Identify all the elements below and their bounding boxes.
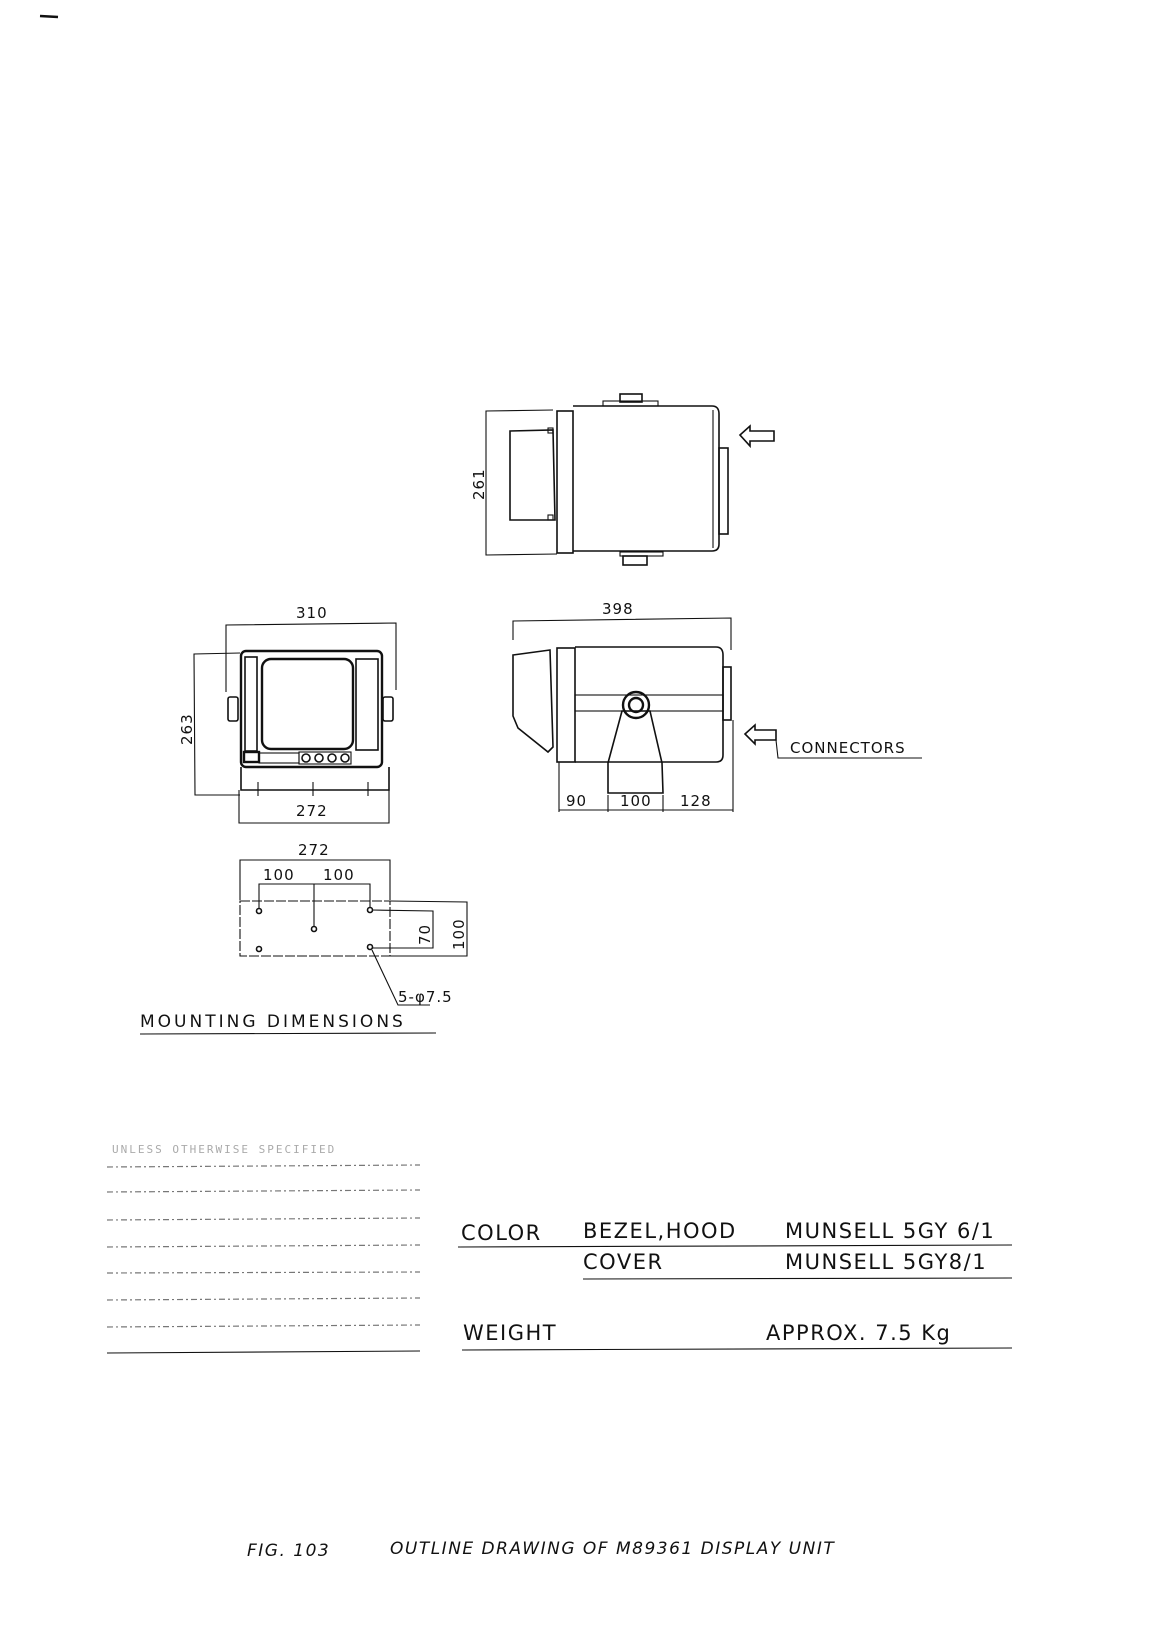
- tolerance-table: UNLESS OTHERWISE SPECIFIED: [106, 1143, 421, 1354]
- figure-title: OUTLINE DRAWING OF M89361 DISPLAY UNIT: [390, 1539, 835, 1559]
- spec-table: COLOR BEZEL,HOOD MUNSELL 5GY 6/1 COVER M…: [457, 1219, 1013, 1351]
- corner-mark: [39, 14, 59, 19]
- mount-70-dim: 70: [416, 924, 434, 945]
- mount-100-dim: 100: [450, 918, 468, 950]
- color-label: COLOR: [461, 1221, 542, 1245]
- hole-spec: 5-φ7.5: [398, 988, 453, 1006]
- weight-value: APPROX. 7.5 Kg: [766, 1321, 951, 1345]
- spec-value: MUNSELL 5GY 6/1: [785, 1219, 995, 1243]
- weight-label: WEIGHT: [463, 1321, 557, 1345]
- arrow-icon: [743, 723, 777, 746]
- tolerance-heading: UNLESS OTHERWISE SPECIFIED: [112, 1143, 336, 1156]
- side-depth-dim: 398: [602, 600, 634, 618]
- front-view: 310 263 272: [178, 604, 397, 824]
- connectors-label: CONNECTORS: [790, 739, 906, 757]
- dim-100: 100: [620, 792, 652, 810]
- top-view: 261: [470, 393, 775, 566]
- spec-value: MUNSELL 5GY8/1: [785, 1250, 987, 1274]
- mount-spacing-dim: 100: [323, 866, 355, 884]
- front-base-dim: 272: [296, 802, 328, 820]
- dim-90: 90: [566, 792, 587, 810]
- arrow-icon: [738, 424, 775, 449]
- figure-number: FIG. 103: [247, 1541, 330, 1561]
- front-height-dim: 263: [178, 713, 196, 745]
- side-view: 398 90 100 128 CONNECTORS: [512, 600, 922, 812]
- mounting-title: MOUNTING DIMENSIONS: [140, 1012, 406, 1032]
- mount-width-dim: 272: [298, 841, 330, 859]
- top-height-dim: 261: [470, 468, 488, 500]
- front-width-dim: 310: [296, 604, 328, 622]
- spec-part: BEZEL,HOOD: [583, 1219, 737, 1243]
- mount-spacing-dim: 100: [263, 866, 295, 884]
- mounting-dimensions: 272 100 100 70 100 5-φ7.5 MOUNTING DIMEN…: [139, 841, 468, 1035]
- dim-128: 128: [680, 792, 712, 810]
- spec-part: COVER: [583, 1250, 664, 1274]
